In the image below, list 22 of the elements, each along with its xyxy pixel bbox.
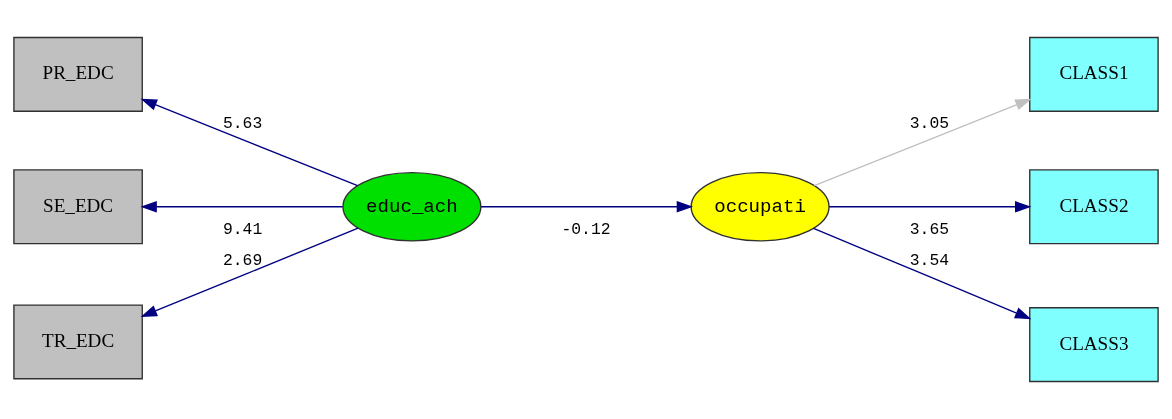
node-box: SE_EDC xyxy=(13,169,143,245)
arrow xyxy=(140,98,359,187)
arrow xyxy=(140,227,359,317)
edge-label: 9.41 xyxy=(222,219,263,239)
node-box: CLASS3 xyxy=(1029,307,1159,383)
arrow xyxy=(140,201,344,213)
edge-label: 3.05 xyxy=(909,114,950,134)
arrow xyxy=(812,227,1032,320)
edge-label: 3.54 xyxy=(909,250,950,270)
arrow xyxy=(828,201,1032,213)
arrow xyxy=(480,201,694,213)
node-ellipse: educ_ach xyxy=(342,171,482,242)
node-ellipse: occupati xyxy=(690,171,830,242)
node-box: TR_EDC xyxy=(13,304,143,380)
edge-label: -0.12 xyxy=(561,219,611,239)
arrow xyxy=(813,98,1032,187)
node-box: CLASS2 xyxy=(1029,169,1159,245)
node-box: PR_EDC xyxy=(13,36,143,112)
edge-label: 2.69 xyxy=(222,250,263,270)
edge-label: 3.65 xyxy=(909,219,950,239)
node-box: CLASS1 xyxy=(1029,36,1159,112)
edge-label: 5.63 xyxy=(222,114,263,134)
